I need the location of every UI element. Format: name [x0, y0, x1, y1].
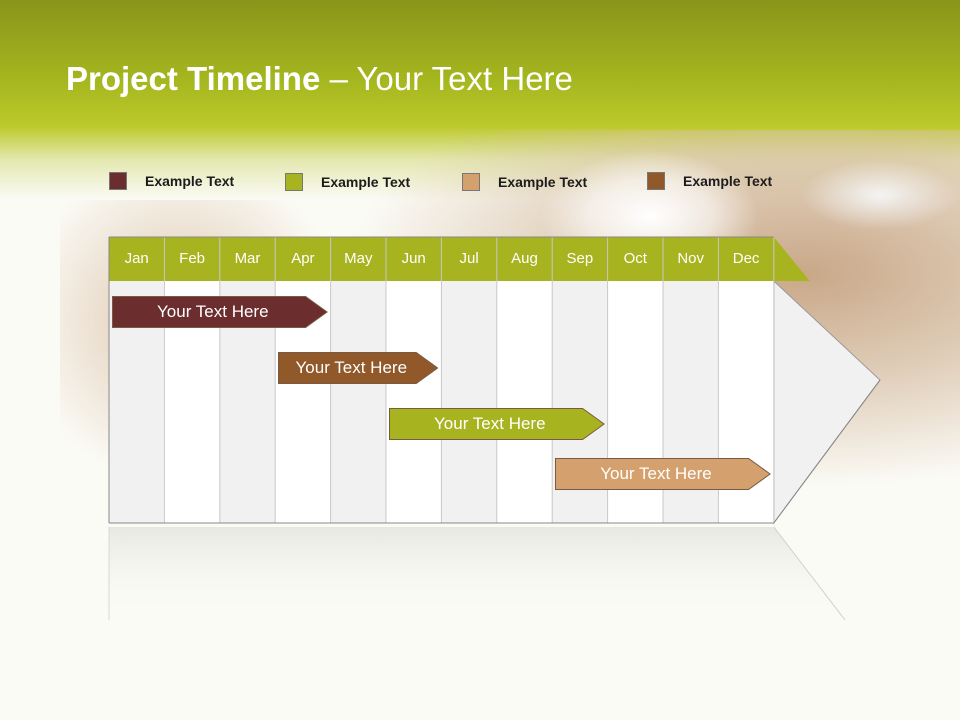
task-bar-shape: [278, 352, 439, 384]
task-bar: Your Text Here: [389, 408, 605, 440]
month-header-cell: [164, 237, 220, 281]
task-bar-arrow: [389, 408, 605, 440]
task-bar: Your Text Here: [112, 296, 328, 328]
legend-label: Example Text: [321, 174, 411, 190]
month-label: Apr: [291, 250, 315, 267]
month-label: Aug: [511, 250, 538, 267]
month-header-cell: [441, 237, 497, 281]
month-label: Dec: [732, 250, 760, 267]
month-header-cell: [552, 237, 608, 281]
task-bar-arrow: [278, 352, 439, 384]
month-label: Jan: [124, 250, 149, 267]
legend-item: Example Text: [462, 172, 587, 192]
month-label: Oct: [623, 250, 647, 267]
slide-title-rest: – Your Text Here: [320, 60, 573, 97]
month-column: [496, 281, 553, 523]
month-header-cell: [386, 237, 442, 281]
task-bar-label: Your Text Here: [434, 414, 546, 433]
month-header-cell: [275, 237, 331, 281]
month-label: Nov: [677, 250, 705, 267]
month-header-cell: [109, 237, 165, 281]
month-label: Jul: [459, 250, 479, 267]
month-label: Mar: [234, 250, 261, 267]
month-header-cell: [607, 237, 663, 281]
legend-item: Example Text: [285, 172, 410, 192]
task-bar-arrow: [112, 296, 328, 328]
legend-swatch: [109, 172, 127, 190]
month-header-cell: [496, 237, 553, 281]
month-label: Jun: [401, 250, 426, 267]
timeline-arrowhead-cap: [773, 237, 810, 281]
month-column: [330, 281, 386, 523]
arrowhead-edge: [773, 379, 881, 524]
month-column: [386, 281, 442, 523]
task-bar-label: Your Text Here: [295, 358, 408, 377]
month-label: May: [344, 250, 373, 267]
task-bar-shape: [112, 296, 328, 328]
task-bar: Your Text Here: [278, 352, 439, 384]
reflection-edge: [773, 526, 846, 621]
legend-item: Example Text: [647, 171, 772, 191]
legend-label: Example Text: [145, 173, 235, 189]
legend-swatch: [462, 173, 480, 191]
legend-swatch: [647, 172, 665, 190]
legend-label: Example Text: [498, 174, 588, 190]
legend-label: Example Text: [683, 173, 773, 189]
month-column: [441, 281, 497, 523]
task-bar-shape: [389, 408, 605, 440]
task-bar-arrow: [555, 458, 771, 490]
task-bar: Your Text Here: [555, 458, 771, 490]
background-salt: [800, 160, 960, 230]
legend-swatch: [285, 173, 303, 191]
slide-title-bold: Project Timeline: [66, 60, 321, 97]
month-header-cell: [219, 237, 276, 281]
month-label: Sep: [566, 250, 594, 267]
slide-title: Project Timeline – Your Text Here: [66, 60, 573, 98]
timeline-reflection: [109, 527, 845, 620]
month-label: Feb: [179, 250, 206, 267]
task-bar-label: Your Text Here: [157, 302, 269, 321]
task-bar-shape: [555, 458, 771, 490]
month-header-cell: [718, 237, 774, 281]
legend-item: Example Text: [109, 171, 234, 191]
month-header-cell: [663, 237, 719, 281]
task-bar-label: Your Text Here: [600, 464, 712, 483]
month-header-cell: [330, 237, 386, 281]
